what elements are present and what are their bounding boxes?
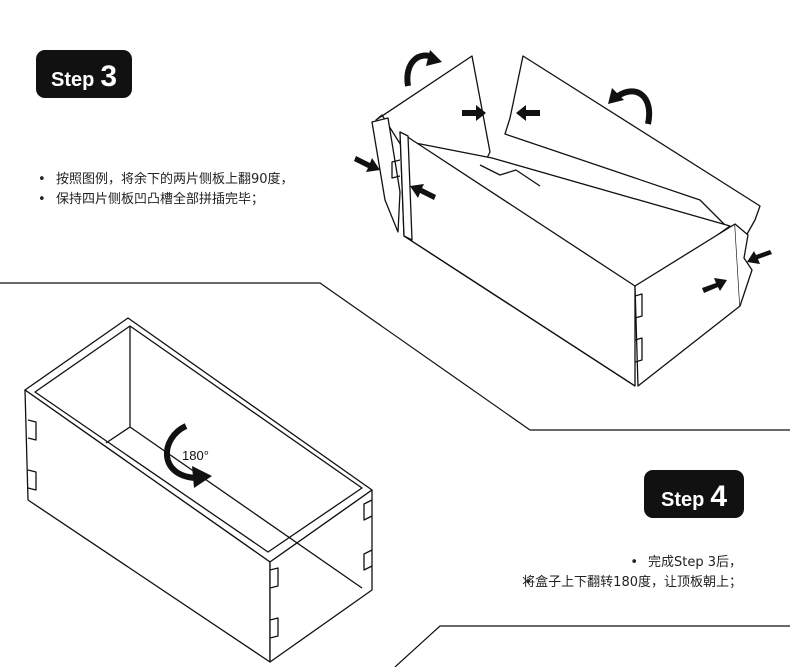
- step3-note-2: 保持四片侧板凹凸槽全部拼插完毕；: [36, 190, 294, 210]
- step3-note-1: 按照图例，将余下的两片侧板上翻90度，: [36, 170, 294, 190]
- step3-word: Step: [50, 69, 95, 91]
- step4-note-1: 完成Step 3后，: [647, 555, 742, 570]
- curved-arrow-heads: [426, 50, 624, 104]
- rotation-label: 180°: [182, 448, 209, 463]
- step4-notes: •完成Step 3后， 将盒子上下翻转180度，让顶板朝上；: [522, 553, 742, 593]
- step4-badge: Step 4: [644, 470, 744, 518]
- step3-badge: Step 3: [36, 50, 132, 98]
- rotate-180-icon: 180°: [163, 423, 212, 488]
- push-arrow-icon: [354, 105, 772, 293]
- divider-lines: [0, 282, 790, 667]
- step4-box-drawing: [24, 317, 373, 663]
- step3-number: 3: [100, 60, 118, 93]
- step4-note-2: 将盒子上下翻转180度，让顶板朝上；: [522, 573, 742, 593]
- step3-box-drawing: [371, 55, 761, 387]
- step4-number: 4: [710, 480, 728, 513]
- step4-note-line-1: •完成Step 3后，: [630, 555, 742, 570]
- step4-word: Step: [660, 489, 705, 511]
- step3-notes: 按照图例，将余下的两片侧板上翻90度， 保持四片侧板凹凸槽全部拼插完毕；: [36, 170, 294, 210]
